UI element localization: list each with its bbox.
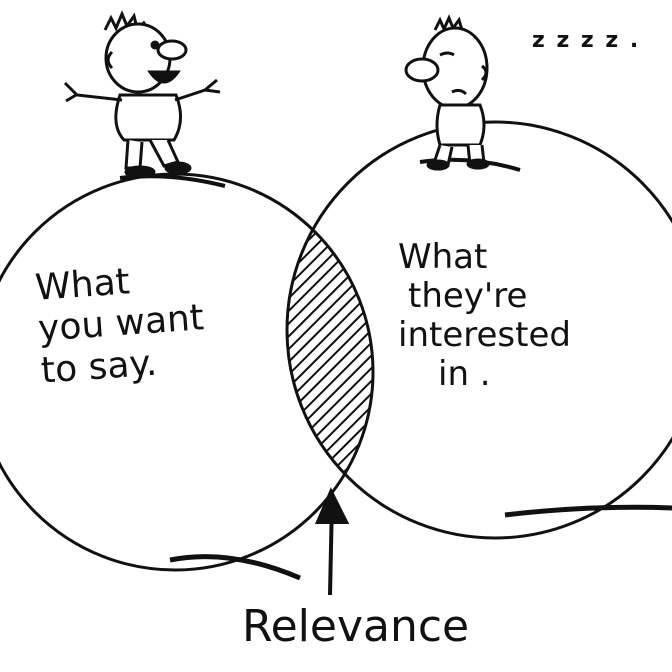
right-label-line: they're [408,276,528,317]
left-shadow [169,554,301,581]
left-set-label: What you want to say. [34,256,208,391]
right-circle [285,120,672,540]
talking-person-figure [63,10,221,179]
right-label-line: interested [398,315,571,356]
right-shadow [504,504,672,518]
bored-person-figure [404,14,490,171]
right-label-line: in . [438,354,491,395]
relevance-arrow [314,487,350,596]
right-set-label: What they're interested in . [398,237,571,395]
sleep-zzz-text: z z z z . [532,28,641,53]
relevance-label: Relevance [242,601,470,652]
right-label-line: What [398,237,488,277]
